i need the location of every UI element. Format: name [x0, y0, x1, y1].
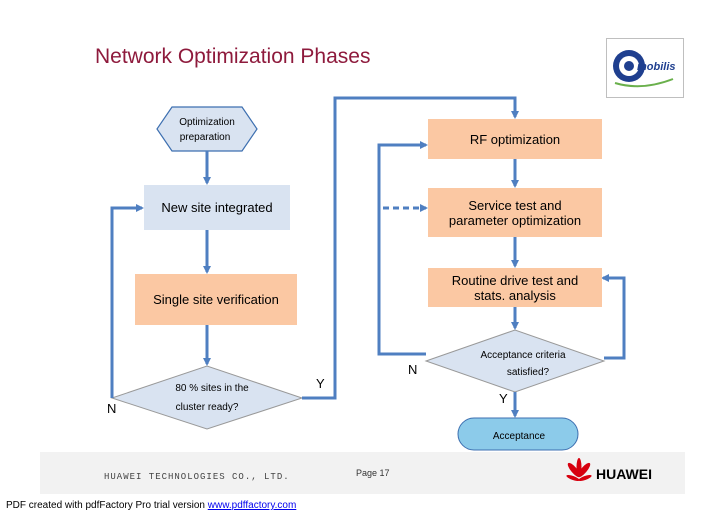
acceptance-label: Acceptance	[493, 431, 546, 442]
logo-text: mobilis	[637, 61, 676, 73]
acceptance-criteria-line2: satisfied?	[507, 367, 550, 378]
pdf-watermark: PDF created with pdfFactory Pro trial ve…	[6, 500, 296, 511]
right-no-label: N	[408, 362, 418, 377]
right-yes-label: Y	[499, 391, 508, 406]
sites-ready-line2: cluster ready?	[176, 402, 239, 413]
service-test-box: Service test and parameter optimization	[428, 188, 602, 237]
single-site-verification-box: Single site verification	[135, 274, 297, 325]
optimization-preparation-line1: Optimization	[179, 117, 235, 128]
mobilis-logo: mobilis	[606, 38, 684, 98]
optimization-preparation-line2: preparation	[180, 132, 231, 143]
huawei-logo: HUAWEI	[565, 458, 677, 488]
arrow-no-loop-right	[377, 141, 428, 356]
left-no-label: N	[107, 401, 117, 416]
sites-ready-decision: 80 % sites in the cluster ready?	[110, 365, 304, 430]
page-title: Network Optimization Phases	[95, 45, 371, 68]
service-test-line1: Service test and	[468, 197, 562, 213]
arrow-criteria-to-drive	[601, 274, 626, 360]
sites-ready-line1: 80 % sites in the	[175, 383, 249, 394]
pdf-watermark-text: PDF created with pdfFactory Pro trial ve…	[6, 500, 208, 511]
arrow-yes-to-rf	[302, 96, 519, 400]
mobilis-logo-icon: mobilis	[613, 50, 676, 88]
huawei-logo-text: HUAWEI	[596, 466, 652, 482]
footer-page-number: Page 17	[356, 468, 390, 478]
acceptance-terminal: Acceptance	[457, 417, 579, 451]
routine-drive-test-line2: stats. analysis	[474, 287, 556, 303]
new-site-integrated-box: New site integrated	[144, 185, 290, 230]
huawei-logo-icon: HUAWEI	[566, 458, 652, 482]
optimization-preparation-node: Optimization preparation	[156, 106, 258, 152]
routine-drive-test-box: Routine drive test and stats. analysis	[428, 268, 602, 307]
left-yes-label: Y	[316, 376, 325, 391]
acceptance-criteria-decision: Acceptance criteria satisfied?	[424, 329, 606, 393]
routine-drive-test-line1: Routine drive test and	[451, 272, 579, 288]
arrow-no-loop-left	[110, 204, 144, 398]
flow-arrows	[110, 96, 626, 418]
footer-company: HUAWEI TECHNOLOGIES CO., LTD.	[104, 472, 290, 482]
rf-optimization-box: RF optimization	[428, 119, 602, 159]
pdf-watermark-link[interactable]: www.pdffactory.com	[207, 500, 297, 511]
service-test-line2: parameter optimization	[448, 212, 582, 228]
acceptance-criteria-line1: Acceptance criteria	[480, 350, 565, 361]
